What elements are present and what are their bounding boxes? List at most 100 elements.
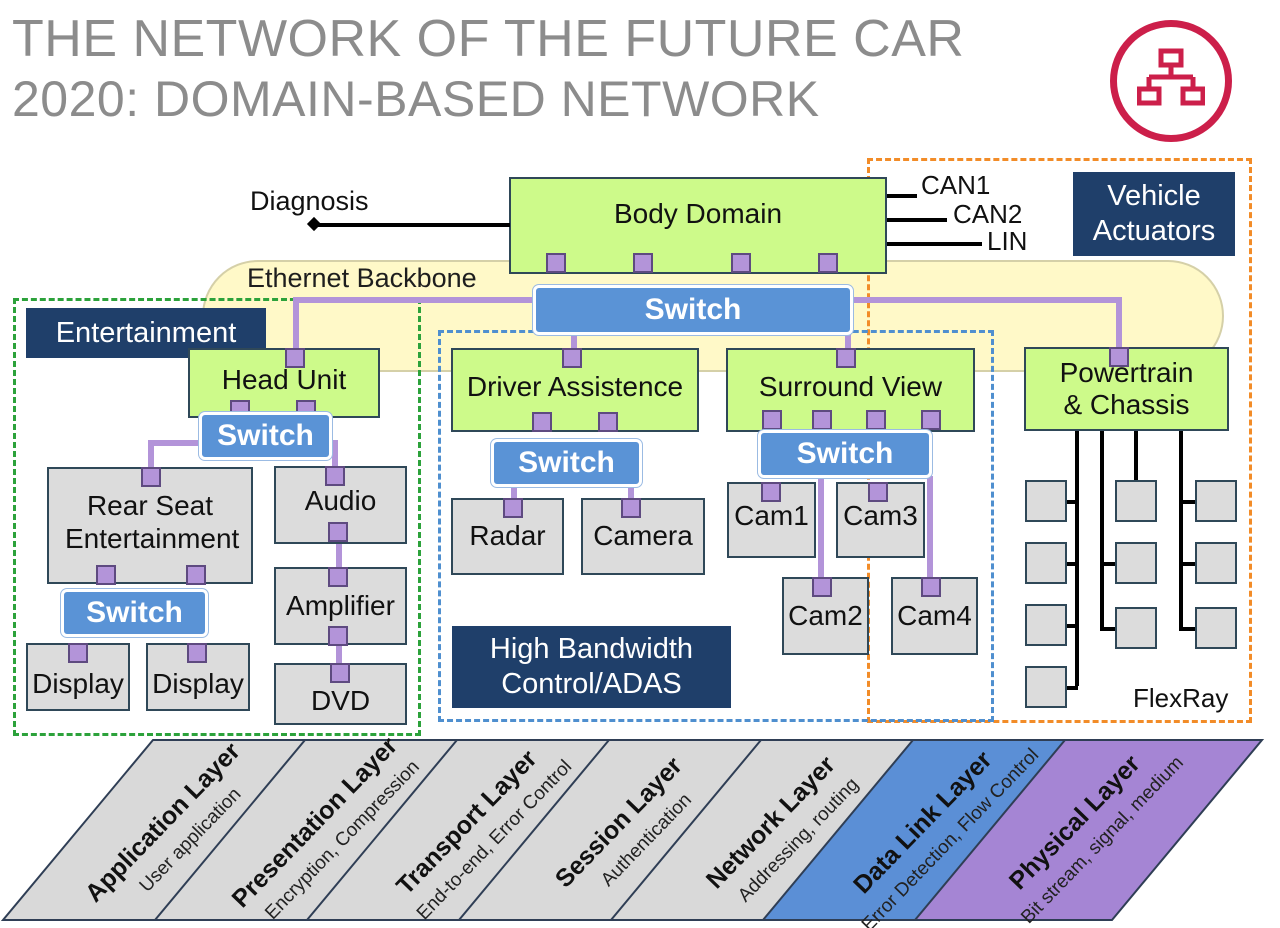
- flexray-stub: [1179, 500, 1195, 504]
- port: [532, 412, 552, 432]
- body-domain-label: Body Domain: [613, 198, 783, 230]
- flexray-stub: [1066, 500, 1078, 504]
- diagnosis-arrow-icon: [306, 216, 322, 232]
- port: [761, 482, 781, 502]
- cam1-label: Cam1: [734, 499, 809, 531]
- flexray-stub: [1066, 686, 1078, 690]
- diagnosis-label: Diagnosis: [250, 186, 369, 216]
- lin-line: [887, 242, 982, 246]
- link-driver-assist: [571, 330, 577, 352]
- link-cam2: [818, 476, 824, 586]
- flexray-node: [1025, 480, 1067, 522]
- radar-label: Radar: [469, 520, 546, 552]
- cam2-box: Cam2: [782, 577, 869, 655]
- osi-layer-shape: [912, 739, 1265, 921]
- port: [598, 412, 618, 432]
- page-title: THE NETWORK OF THE FUTURE CAR: [12, 10, 965, 68]
- bus-lin: LIN: [987, 226, 1028, 256]
- port: [546, 253, 566, 273]
- adas-switch: Switch: [491, 439, 642, 487]
- flexray-bus-3: [1134, 431, 1138, 481]
- driver-assist-box: Driver Assistence: [451, 348, 699, 432]
- surround-switch: Switch: [758, 430, 932, 478]
- display-right-label: Display: [152, 667, 244, 699]
- diagnosis-line: [315, 223, 510, 227]
- main-switch: Switch: [533, 285, 853, 335]
- rear-seat-label: Rear Seat Entertainment: [65, 490, 240, 554]
- port: [328, 522, 348, 542]
- head-unit-label: Head Unit: [221, 363, 347, 395]
- flexray-stub: [1100, 627, 1116, 631]
- cam1-box: Cam1: [727, 482, 816, 558]
- flexray-stub: [1066, 562, 1078, 566]
- port: [818, 253, 838, 273]
- port: [186, 565, 206, 585]
- port: [328, 626, 348, 646]
- port: [921, 410, 941, 430]
- link-camera: [628, 480, 634, 500]
- flexray-label: FlexRay: [1133, 683, 1229, 713]
- port: [330, 663, 350, 683]
- flexray-bus-1: [1075, 431, 1079, 686]
- port: [1109, 347, 1129, 367]
- flexray-bus-4: [1179, 431, 1183, 631]
- port: [68, 643, 88, 663]
- body-domain-box: Body Domain: [509, 177, 887, 274]
- radar-box: Radar: [451, 498, 564, 575]
- port: [731, 253, 751, 273]
- adas-label: High Bandwidth Control/ADAS: [452, 626, 731, 708]
- port: [836, 348, 856, 368]
- port: [812, 577, 832, 597]
- link-headunit-vertical: [293, 297, 299, 352]
- link-powertrain-vertical: [1116, 297, 1122, 352]
- cam3-label: Cam3: [843, 499, 918, 531]
- entertainment-switch: Switch: [199, 412, 332, 460]
- port: [621, 498, 641, 518]
- port: [503, 498, 523, 518]
- display-left-label: Display: [32, 667, 124, 699]
- camera-box: Camera: [581, 498, 705, 575]
- backbone-label: Ethernet Backbone: [247, 263, 477, 293]
- network-icon: [1110, 20, 1232, 142]
- flexray-stub: [1179, 562, 1195, 566]
- cam2-label: Cam2: [788, 599, 863, 631]
- bus-can2: CAN2: [953, 199, 1023, 229]
- cam4-label: Cam4: [897, 599, 972, 631]
- port: [562, 348, 582, 368]
- vehicle-actuators-label: Vehicle Actuators: [1073, 172, 1235, 256]
- port: [285, 348, 305, 368]
- port: [633, 253, 653, 273]
- entertainment-zone: [13, 298, 421, 736]
- dvd-label: DVD: [310, 684, 371, 716]
- flexray-stub: [1066, 624, 1078, 628]
- surround-view-label: Surround View: [758, 370, 943, 402]
- link-audio: [332, 440, 338, 470]
- port: [141, 467, 161, 487]
- flexray-stub: [1179, 627, 1195, 631]
- port: [325, 466, 345, 486]
- port: [187, 643, 207, 663]
- flexray-node: [1115, 607, 1157, 649]
- flexray-node: [1115, 480, 1157, 522]
- port: [921, 577, 941, 597]
- display-right-box: Display: [146, 643, 250, 711]
- rear-seat-switch: Switch: [61, 589, 208, 637]
- link-rear-seat: [148, 440, 154, 470]
- flexray-stub: [1100, 562, 1116, 566]
- link-switch-powertrain: [850, 297, 1122, 303]
- can1-line: [887, 194, 917, 198]
- link-surround-view: [845, 330, 851, 352]
- flexray-bus-2: [1100, 431, 1104, 631]
- flexray-node: [1025, 666, 1067, 708]
- bus-can1: CAN1: [921, 170, 991, 200]
- port: [762, 410, 782, 430]
- port: [328, 567, 348, 587]
- camera-label: Camera: [593, 520, 693, 552]
- port: [812, 410, 832, 430]
- flexray-node: [1195, 542, 1237, 584]
- link-radar: [511, 480, 517, 500]
- port: [868, 482, 888, 502]
- port: [96, 565, 116, 585]
- link-cam4: [927, 476, 933, 586]
